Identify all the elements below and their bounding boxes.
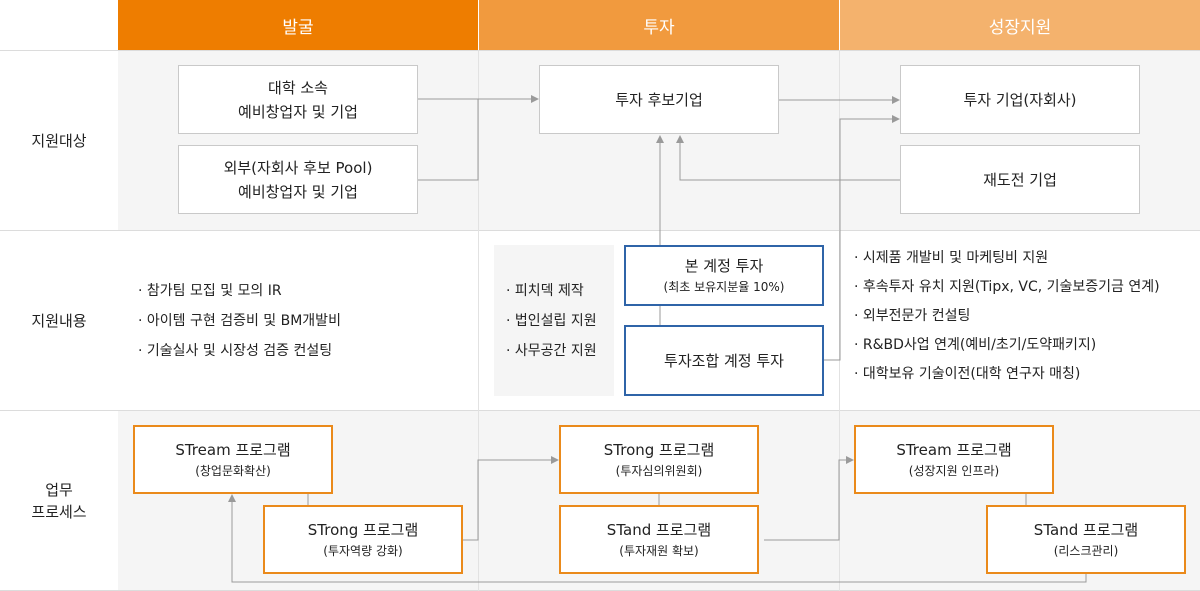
box-stream-program-culture: STream 프로그램 (창업문화확산) xyxy=(133,425,333,494)
header-row-blank xyxy=(0,0,118,50)
program-title: STream 프로그램 xyxy=(175,440,291,459)
box-external-founders-line2: 예비창업자 및 기업 xyxy=(238,182,358,201)
program-title: STrong 프로그램 xyxy=(307,520,419,539)
program-title: STrong 프로그램 xyxy=(603,440,715,459)
grid-line xyxy=(478,50,479,591)
box-stream-program-infra: STream 프로그램 (성장지원 인프라) xyxy=(854,425,1054,494)
growth-support-list: · 시제품 개발비 및 마케팅비 지원 · 후속투자 유치 지원(Tipx, V… xyxy=(854,244,1160,389)
grid-line xyxy=(0,410,1200,411)
list-item: · 아이템 구현 검증비 및 BM개발비 xyxy=(138,313,341,329)
program-subtitle: (리스크관리) xyxy=(1053,543,1119,558)
box-invested-company-text: 투자 기업(자회사) xyxy=(963,90,1077,109)
grid-line xyxy=(0,50,1200,51)
program-subtitle: (투자재원 확보) xyxy=(619,543,699,558)
union-account-title: 투자조합 계정 투자 xyxy=(664,351,784,370)
program-subtitle: (투자역량 강화) xyxy=(323,543,403,558)
box-investment-candidate: 투자 후보기업 xyxy=(539,65,779,134)
program-subtitle: (성장지원 인프라) xyxy=(908,463,1000,478)
program-title: STand 프로그램 xyxy=(1033,520,1139,539)
row-label-content-text: 지원내용 xyxy=(31,311,87,330)
main-account-subtitle: (최초 보유지분율 10%) xyxy=(663,279,785,294)
discovery-support-list: · 참가팀 모집 및 모의 IR · 아이템 구현 검증비 및 BM개발비 · … xyxy=(138,276,341,366)
column-header-discovery: 발굴 xyxy=(118,0,478,50)
box-univ-founders: 대학 소속 예비창업자 및 기업 xyxy=(178,65,418,134)
line-ext-to-candidate xyxy=(418,99,479,181)
list-item: · 사무공간 지원 xyxy=(506,343,597,359)
box-external-founders: 외부(자회사 후보 Pool) 예비창업자 및 기업 xyxy=(178,145,418,214)
invest-support-panel xyxy=(494,245,614,396)
box-stand-program-funding: STand 프로그램 (투자재원 확보) xyxy=(559,505,759,574)
row-label-content: 지원내용 xyxy=(0,231,118,410)
box-strong-program-capacity: STrong 프로그램 (투자역량 강화) xyxy=(263,505,463,574)
list-item: · 기술실사 및 시장성 검증 컨설팅 xyxy=(138,343,333,359)
box-strong-program-committee: STrong 프로그램 (투자심의위원회) xyxy=(559,425,759,494)
box-union-account-investment: 투자조합 계정 투자 xyxy=(624,325,824,396)
program-title: STream 프로그램 xyxy=(896,440,1012,459)
list-item: · 후속투자 유치 지원(Tipx, VC, 기술보증기금 연계) xyxy=(854,279,1160,295)
program-subtitle: (창업문화확산) xyxy=(195,463,271,478)
main-account-title: 본 계정 투자 xyxy=(684,256,764,275)
list-item: · R&BD사업 연계(예비/초기/도약패키지) xyxy=(854,337,1097,353)
arrow-strong1-to-strong2 xyxy=(462,456,559,541)
row-label-process-line2: 프로세스 xyxy=(31,502,87,521)
list-item: · 대학보유 기술이전(대학 연구자 매칭) xyxy=(854,366,1081,382)
list-item: · 참가팀 모집 및 모의 IR xyxy=(138,283,282,299)
list-item: · 피치덱 제작 xyxy=(506,283,584,299)
box-investment-candidate-text: 투자 후보기업 xyxy=(615,90,703,109)
row-label-process-line1: 업무 xyxy=(45,480,73,499)
box-rechallenge-company: 재도전 기업 xyxy=(900,145,1140,214)
list-item: · 시제품 개발비 및 마케팅비 지원 xyxy=(854,250,1049,266)
row-label-targets-text: 지원대상 xyxy=(31,131,87,150)
column-header-investment: 투자 xyxy=(479,0,839,50)
box-main-account-investment: 본 계정 투자 (최초 보유지분율 10%) xyxy=(624,245,824,306)
arrow-union-to-invested xyxy=(824,115,900,361)
box-stand-program-risk: STand 프로그램 (리스크관리) xyxy=(986,505,1186,574)
invest-support-list: · 피치덱 제작 · 법인설립 지원 · 사무공간 지원 xyxy=(506,276,597,366)
program-subtitle: (투자심의위원회) xyxy=(615,463,703,478)
row-label-targets: 지원대상 xyxy=(0,51,118,230)
arrow-rechallenge-to-candidate xyxy=(676,135,901,181)
column-header-growth: 성장지원 xyxy=(840,0,1200,50)
row-label-process: 업무 프로세스 xyxy=(0,411,118,590)
list-item: · 외부전문가 컨설팅 xyxy=(854,308,971,324)
program-title: STand 프로그램 xyxy=(606,520,712,539)
box-univ-founders-line1: 대학 소속 xyxy=(268,78,328,97)
box-univ-founders-line2: 예비창업자 및 기업 xyxy=(238,102,358,121)
arrow-stand1-to-stream2 xyxy=(764,456,854,541)
arrow-feedback-loop xyxy=(228,494,1087,583)
grid-line xyxy=(0,230,1200,231)
box-external-founders-line1: 외부(자회사 후보 Pool) xyxy=(223,158,373,177)
list-item: · 법인설립 지원 xyxy=(506,313,597,329)
box-rechallenge-company-text: 재도전 기업 xyxy=(983,170,1057,189)
box-invested-company: 투자 기업(자회사) xyxy=(900,65,1140,134)
